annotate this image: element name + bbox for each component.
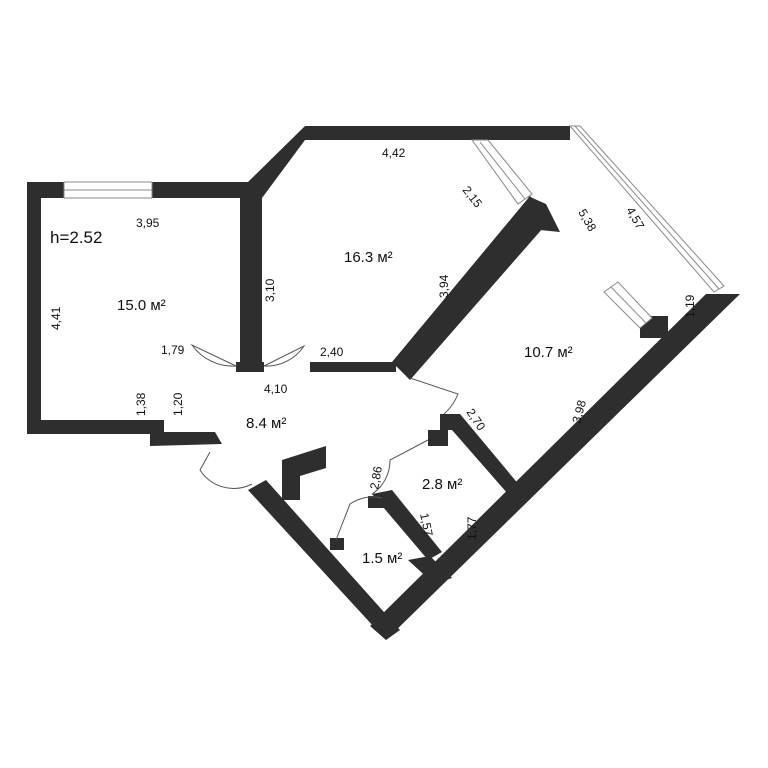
dim-right-room-top: 5,38: [575, 207, 599, 235]
wall-hall-left-corner: [150, 432, 222, 446]
wall-hall-top-left: [236, 362, 264, 372]
dim-bath-side: 2,86: [367, 465, 385, 491]
wall-bath-stub: [368, 496, 384, 508]
wall-bath-left: [372, 490, 442, 560]
window-balcony: [568, 125, 725, 293]
area-room-top: 16.3 м²: [344, 249, 393, 266]
dim-top-room-top: 4,42: [382, 146, 406, 160]
dim-bath-bottom: 1,57: [417, 512, 436, 538]
area-hall: 8.4 м²: [246, 415, 286, 432]
door-entrance: [199, 451, 253, 489]
area-bath: 2.8 м²: [422, 476, 462, 493]
door-wc: [335, 496, 383, 541]
dim-top-room-diagonal: 3,94: [437, 274, 451, 298]
dim-top-room-bottom: 2,40: [320, 345, 344, 359]
wall-bottom-diagonal: [248, 480, 400, 640]
dim-left-room-side: 4,41: [49, 306, 63, 330]
wall-bath-top: [440, 414, 520, 494]
dim-balcony-width: 1,19: [683, 294, 697, 318]
dim-hall-left-small: 1,38: [134, 392, 148, 416]
door-bath: [371, 439, 429, 495]
doors: [190, 343, 459, 541]
wall-corner-block: [528, 196, 560, 232]
dimension-labels: 3,95 4,41 1,79 1,38 1,20 4,42 2,15 3,10 …: [49, 146, 697, 540]
door-right-room: [409, 377, 459, 415]
wall-interior-diagonal: [392, 196, 550, 380]
wall-right-outer: [370, 294, 740, 640]
wall-wc-block: [282, 446, 326, 500]
dim-left-room-top: 3,95: [136, 216, 160, 230]
area-room-right: 10.7 м²: [524, 344, 573, 361]
walls: [27, 126, 740, 640]
room-areas: h=2.52 15.0 м² 16.3 м² 10.7 м² 8.4 м² 2.…: [50, 228, 573, 567]
dim-top-room-window: 2,15: [460, 183, 486, 210]
door-top-room: [263, 344, 306, 367]
dim-hall-top: 4,10: [264, 382, 288, 396]
wall-bath-door-jamb: [428, 430, 448, 446]
dim-bath-right: 1,77: [465, 516, 479, 540]
wall-wc-right: [408, 556, 452, 584]
dim-hall-left-side: 1,20: [171, 392, 185, 416]
windows: [63, 125, 725, 329]
ceiling-height-label: h=2.52: [50, 228, 102, 247]
area-wc: 1.5 м²: [362, 550, 402, 567]
dim-right-room-diagonal: 3,98: [569, 398, 589, 424]
dim-hall-left-top: 1,79: [161, 343, 185, 357]
dim-top-room-side: 3,10: [263, 278, 277, 302]
window-top-room: [471, 139, 533, 205]
door-left-room: [190, 343, 237, 367]
area-room-left: 15.0 м²: [117, 297, 166, 314]
wall-wc-door-jamb: [330, 538, 344, 550]
wall-hall-top-right: [310, 362, 396, 372]
